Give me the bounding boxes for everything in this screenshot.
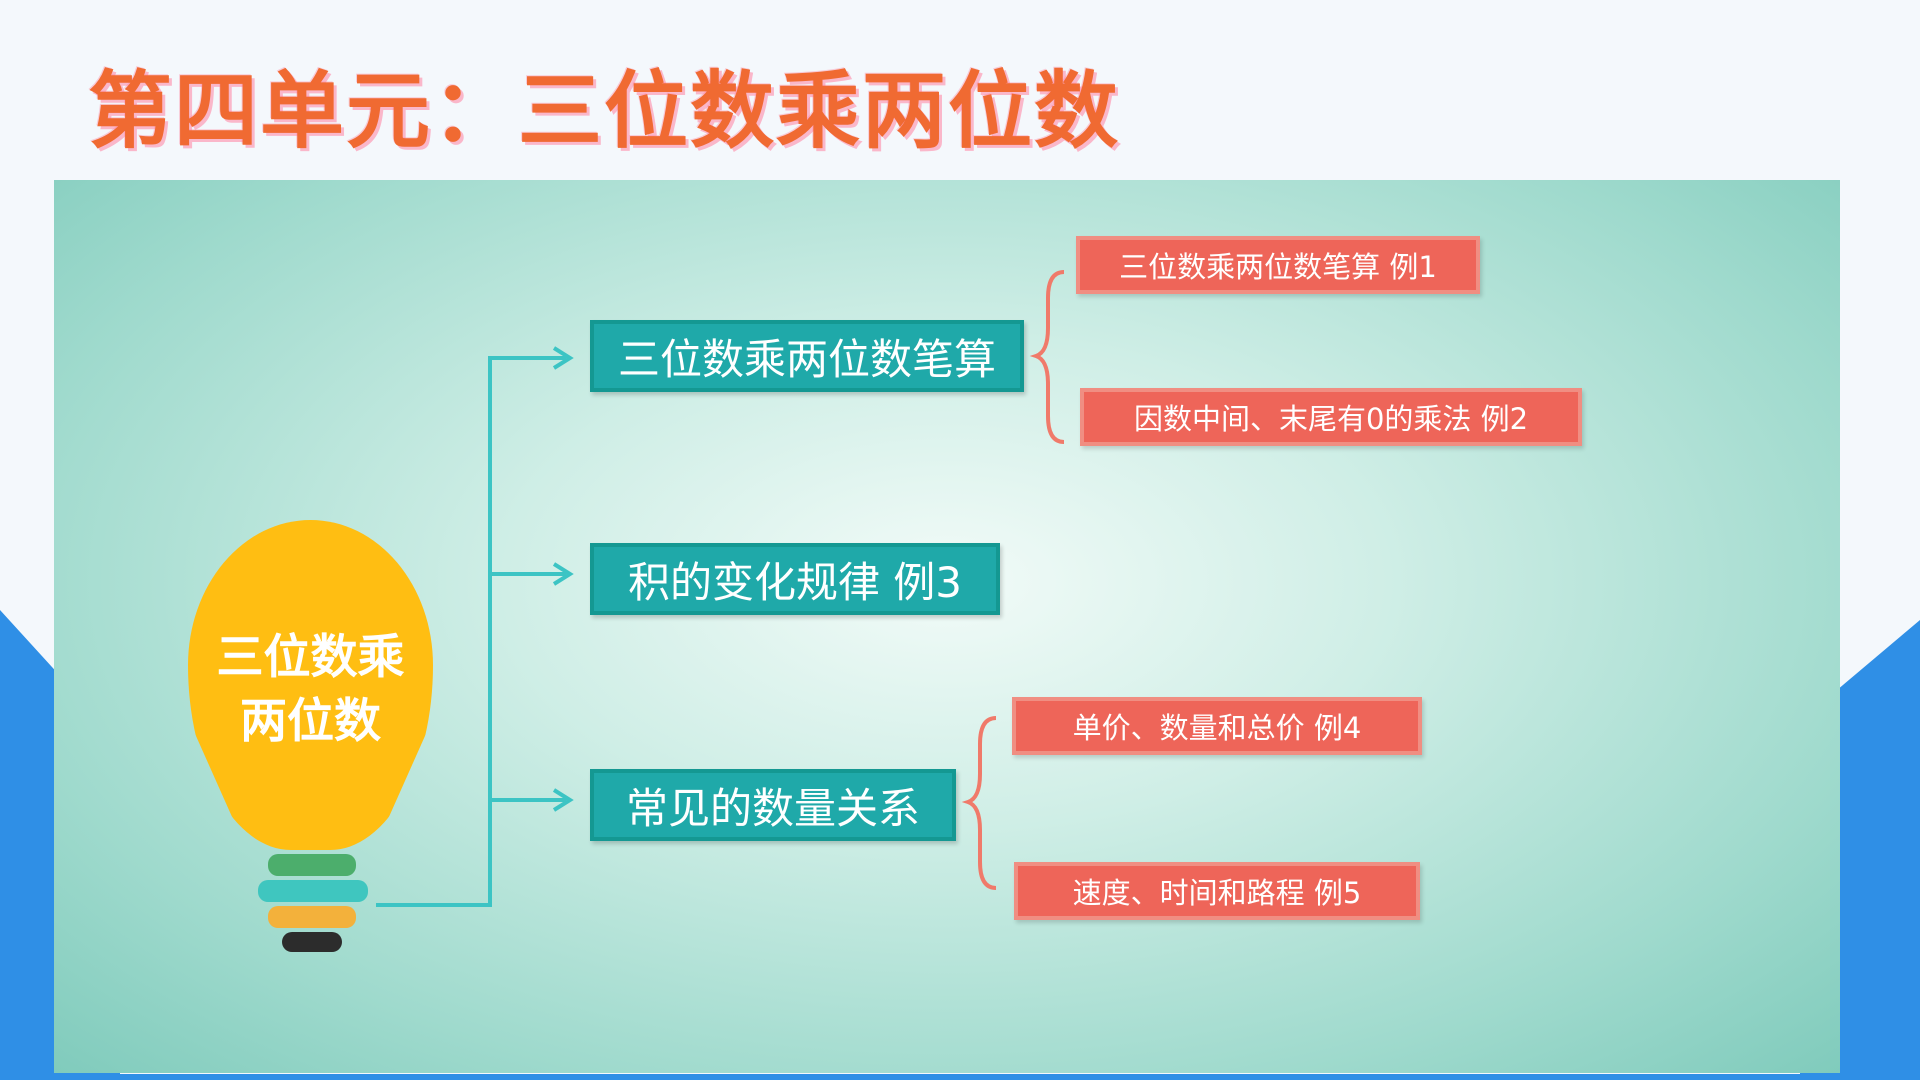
bulb-base-band-3 [268, 906, 356, 928]
bulb-base-band-1 [268, 854, 356, 876]
center-topic-line-1: 三位数乘 [216, 630, 405, 685]
bulb-base-cap [282, 932, 342, 952]
leaf-example-4[interactable]: 单价、数量和总价 例4 [1012, 697, 1422, 755]
bracket-upper [1029, 270, 1065, 444]
arrow-head-1 [552, 346, 574, 370]
branch-product-rules[interactable]: 积的变化规律 例3 [590, 543, 1000, 615]
center-topic: 三位数乘 两位数 [217, 626, 405, 754]
arrow-head-2 [552, 562, 574, 586]
connector-lines [376, 270, 1065, 907]
center-topic-line-2: 两位数 [240, 694, 381, 749]
arrow-head-3 [552, 788, 574, 812]
mind-map-panel: 三位数乘 两位数 三位数乘两位数笔算 积的变化规律 例3 常见的数量关系 三位数… [54, 180, 1840, 1073]
page-title: 第四单元：三位数乘两位数 [88, 62, 1121, 160]
decor-bottom-strip [0, 1074, 1920, 1080]
branch-quantity-relations[interactable]: 常见的数量关系 [590, 769, 956, 841]
leaf-example-5[interactable]: 速度、时间和路程 例5 [1014, 862, 1420, 920]
lightbulb-icon: 三位数乘 两位数 [188, 520, 433, 850]
leaf-example-1[interactable]: 三位数乘两位数笔算 例1 [1076, 236, 1480, 294]
trunk-line [376, 356, 566, 907]
bracket-lower [961, 716, 997, 890]
branch-written-multiplication[interactable]: 三位数乘两位数笔算 [590, 320, 1024, 392]
leaf-example-2[interactable]: 因数中间、末尾有0的乘法 例2 [1080, 388, 1582, 446]
bulb-base-band-2 [258, 880, 368, 902]
